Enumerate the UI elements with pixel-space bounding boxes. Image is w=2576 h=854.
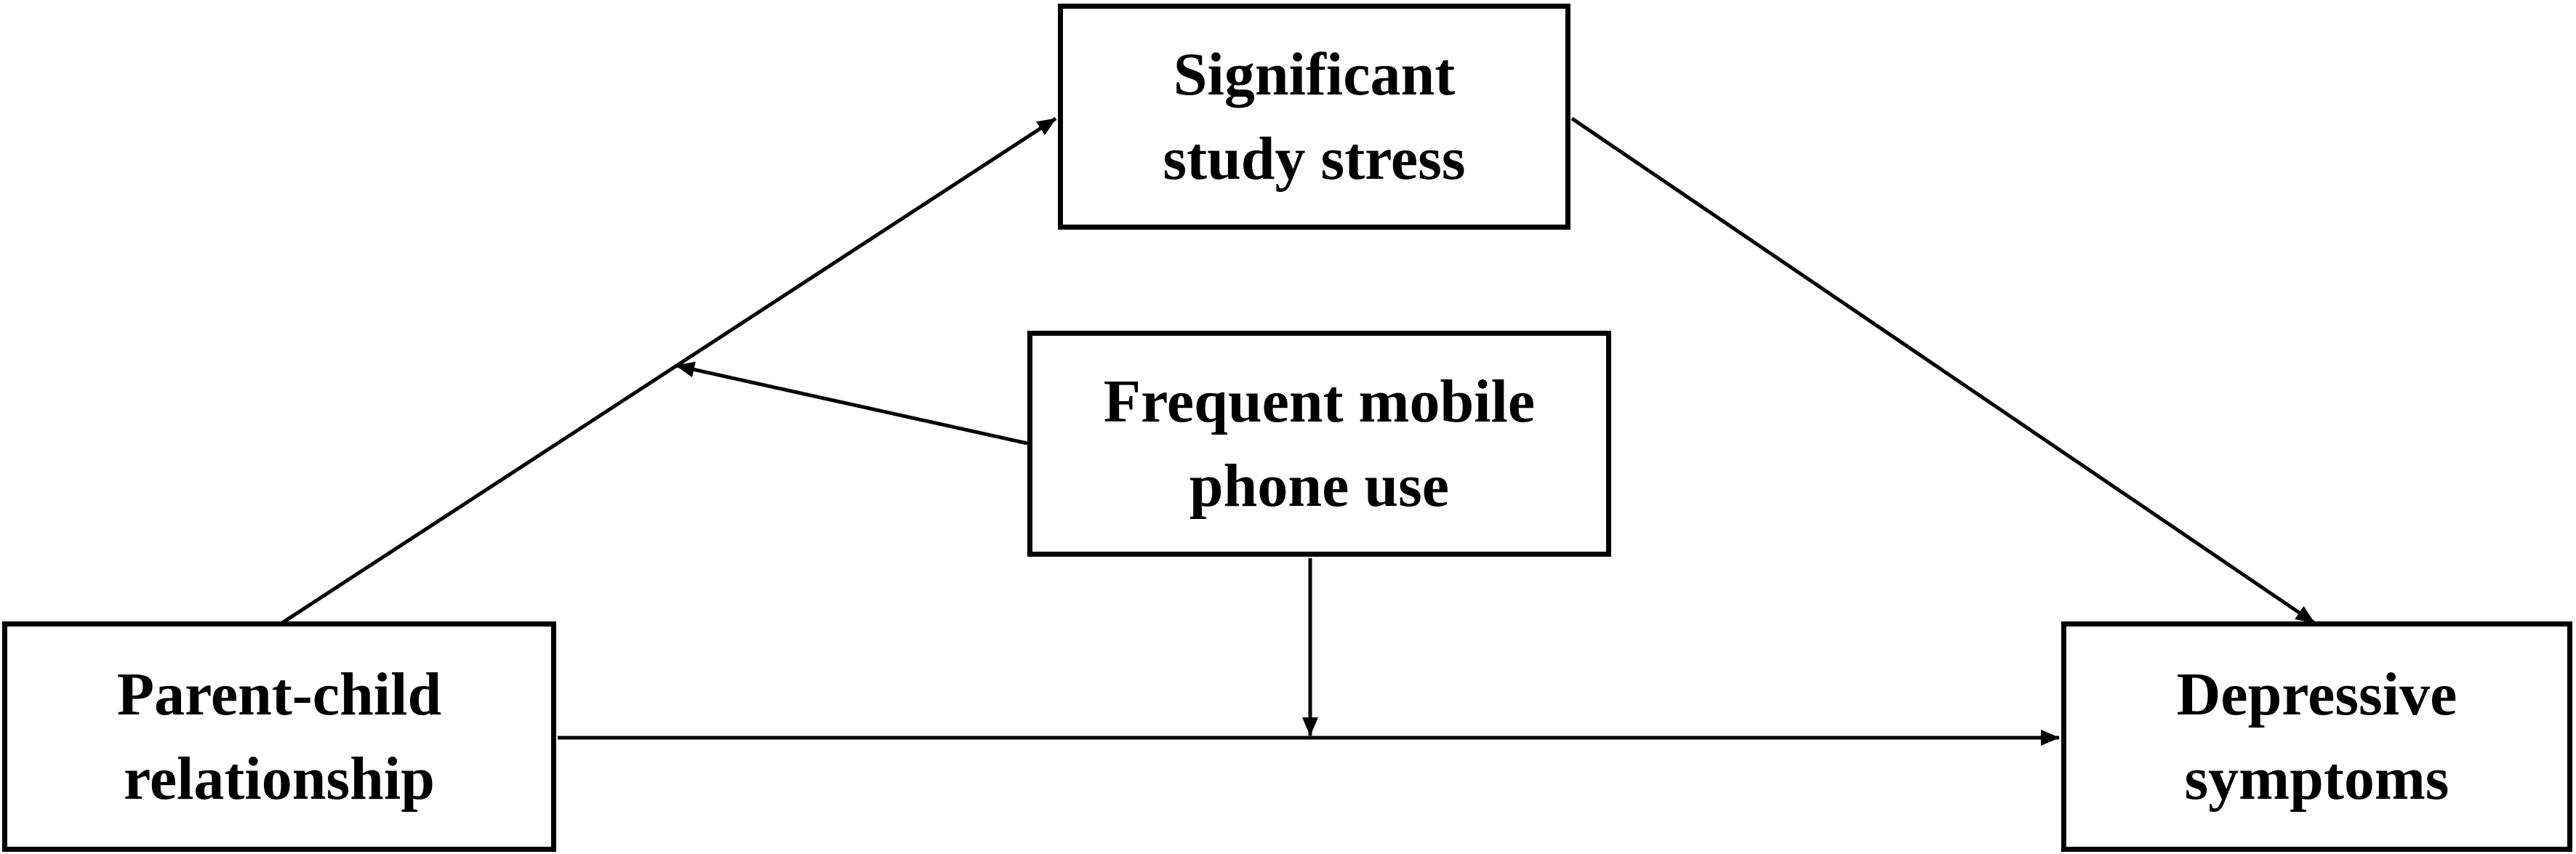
- node-frequent-mobile-phone-use: Frequent mobile phone use: [1027, 331, 1611, 557]
- node-label-line-1: Parent-child: [116, 660, 442, 728]
- edge-mediator-to-outcome: [1570, 116, 2316, 625]
- node-label-line-1: Significant: [1173, 40, 1456, 108]
- node-label-line-2: symptoms: [2184, 744, 2449, 813]
- node-label-line-1: Frequent mobile: [1103, 367, 1536, 435]
- node-label-line-1: Depressive: [2176, 660, 2457, 728]
- edge-moderator-to-a-path: [675, 361, 1028, 446]
- node-label-line-2: study stress: [1163, 124, 1466, 193]
- node-label-line-2: relationship: [124, 744, 435, 813]
- node-label-line-2: phone use: [1189, 451, 1450, 520]
- node-significant-study-stress: Significant study stress: [1058, 4, 1570, 230]
- edge-predictor-to-mediator: [281, 116, 1057, 625]
- node-depressive-symptoms: Depressive symptoms: [2061, 621, 2572, 852]
- node-parent-child-relationship: Parent-child relationship: [2, 621, 556, 852]
